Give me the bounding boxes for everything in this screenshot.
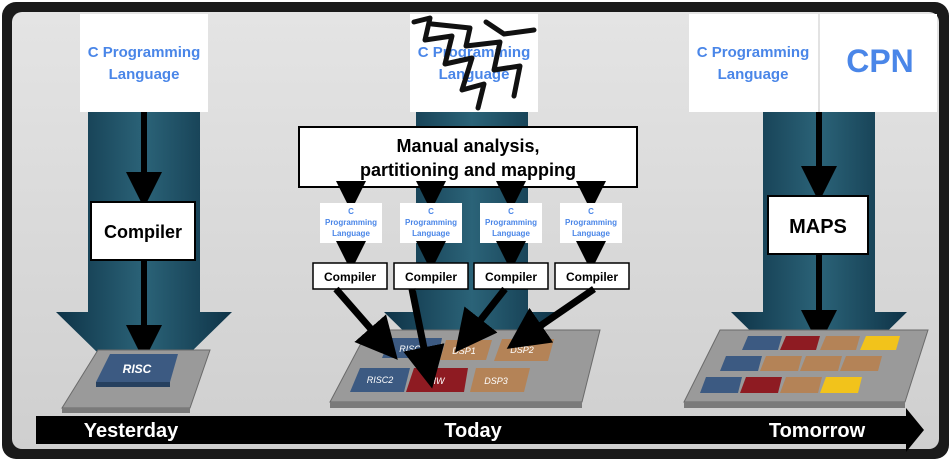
tile-r1-3	[820, 336, 860, 350]
yesterday-source-label-line2: Language	[109, 66, 180, 83]
tile-r3-1	[700, 377, 742, 393]
timeline-arrow	[36, 408, 924, 452]
small-source-4-line3: Language	[572, 229, 610, 238]
small-source-2-line3: Language	[412, 229, 450, 238]
tomorrow-source-label-line2: Language	[718, 66, 789, 83]
tile-r3-4	[820, 377, 862, 393]
risc-chip	[96, 354, 178, 382]
today-column: C Programming Language Manual analysis, …	[298, 14, 638, 408]
tomorrow-column: C Programming Language CPN MAPS	[683, 14, 937, 408]
tile-r1-1	[742, 336, 782, 350]
map-arrow-4	[506, 286, 596, 349]
yesterday-source-box	[80, 14, 208, 112]
timeline-today: Today	[444, 420, 502, 442]
small-source-1-line3: Language	[332, 229, 370, 238]
risc-chip-label: RISC	[123, 362, 152, 376]
maps-label: MAPS	[789, 216, 847, 238]
sub-pipeline-2: C Programming Language Compiler	[393, 181, 469, 290]
small-source-3-line1: C	[508, 207, 514, 216]
cpn-box	[820, 14, 937, 112]
chip-dsp1-label: DSP1	[452, 346, 476, 356]
timeline-yesterday: Yesterday	[84, 420, 179, 442]
compiler-label-3: Compiler	[485, 270, 537, 284]
map-arrow-2	[403, 288, 445, 389]
manual-analysis-line2: partitioning and mapping	[360, 160, 576, 180]
chip-risc2	[350, 368, 410, 392]
small-source-1-line2: Programming	[325, 218, 377, 227]
small-source-4-line1: C	[588, 207, 594, 216]
small-source-box-1	[320, 203, 382, 243]
risc-chip-edge	[96, 382, 170, 387]
tomorrow-source-label-line1: C Programming	[697, 44, 810, 61]
tile-r2-3	[800, 356, 842, 371]
compiler-box-3	[473, 262, 549, 290]
yesterday-board-edge	[62, 408, 190, 413]
cpn-label: CPN	[846, 43, 914, 79]
tile-r2-2	[760, 356, 802, 371]
maps-box	[767, 195, 869, 255]
small-source-box-2	[400, 203, 462, 243]
small-source-2-line1: C	[428, 207, 434, 216]
small-source-box-3	[480, 203, 542, 243]
timeline: Yesterday Today Tomorrow	[36, 408, 924, 452]
chip-dsp3-label: DSP3	[484, 376, 508, 386]
tile-r1-4	[860, 336, 900, 350]
today-board-edge	[330, 402, 582, 408]
sub-pipeline-1: C Programming Language Compiler	[312, 181, 388, 290]
scribble-mark	[411, 15, 537, 111]
compiler-box-2	[393, 262, 469, 290]
tile-r2-4	[840, 356, 882, 371]
chip-risc-label: RISC	[399, 344, 421, 354]
compiler-label-4: Compiler	[566, 270, 618, 284]
small-source-2-line2: Programming	[405, 218, 457, 227]
manual-analysis-box	[298, 126, 638, 188]
map-arrow-3	[455, 286, 508, 353]
chip-dsp2-label: DSP2	[510, 345, 534, 355]
small-source-3-line2: Programming	[485, 218, 537, 227]
small-source-1-line1: C	[348, 207, 354, 216]
map-arrow-1	[333, 286, 398, 360]
chip-risc2-label: RISC2	[367, 375, 394, 385]
compiler-box-1	[312, 262, 388, 290]
yesterday-compiler-label: Compiler	[104, 222, 182, 242]
tile-r3-3	[780, 377, 822, 393]
tile-r2-1	[720, 356, 762, 371]
small-source-box-4	[560, 203, 622, 243]
tomorrow-board-edge	[684, 402, 905, 408]
tile-r3-2	[740, 377, 782, 393]
compiler-label-2: Compiler	[405, 270, 457, 284]
small-source-3-line3: Language	[492, 229, 530, 238]
small-source-4-line2: Programming	[565, 218, 617, 227]
yesterday-source-label-line1: C Programming	[88, 44, 201, 61]
sub-pipeline-3: C Programming Language Compiler	[473, 181, 549, 290]
compiler-label-1: Compiler	[324, 270, 376, 284]
chip-hw-label: HW	[430, 376, 446, 386]
timeline-tomorrow: Tomorrow	[769, 420, 866, 442]
tomorrow-source-box	[689, 14, 818, 112]
yesterday-column: C Programming Language Compiler RISC	[56, 14, 232, 413]
chip-dsp3	[470, 368, 530, 392]
sub-pipeline-4: C Programming Language Compiler	[554, 181, 630, 290]
tile-r1-2	[780, 336, 820, 350]
manual-analysis-line1: Manual analysis,	[396, 136, 539, 156]
